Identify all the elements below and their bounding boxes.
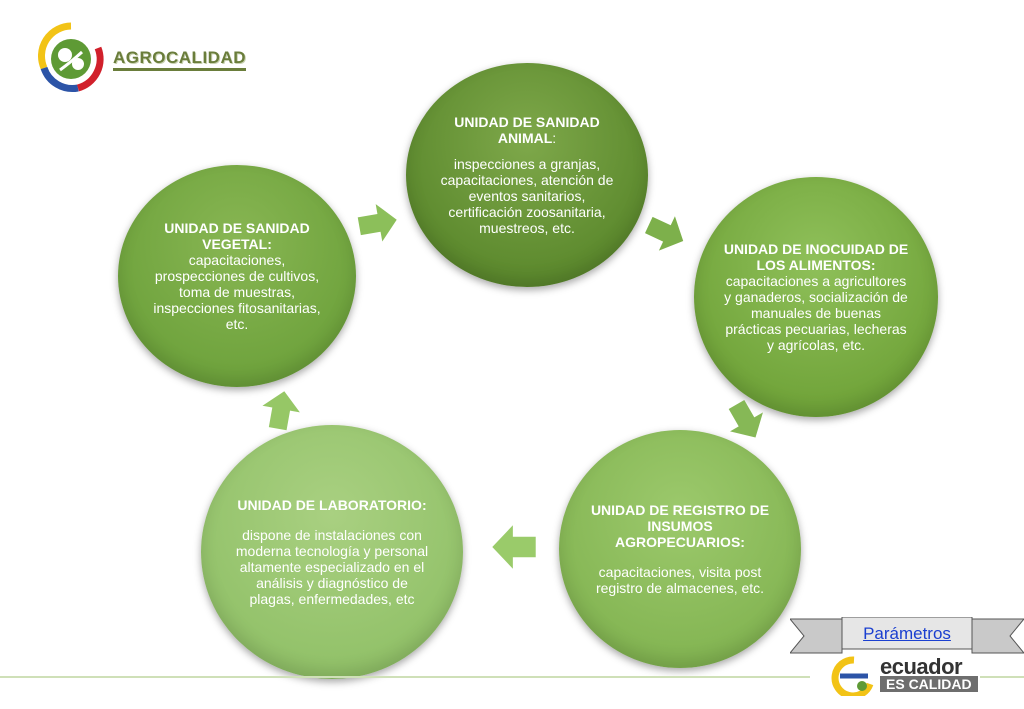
parametros-link[interactable]: Parámetros xyxy=(863,624,951,643)
brand-underline xyxy=(113,68,246,71)
arrow-left-icon xyxy=(490,523,538,571)
footer-divider xyxy=(0,676,810,678)
unit-body: dispone de instalaciones con moderna tec… xyxy=(235,527,429,607)
unit-inocuidad-alimentos: UNIDAD DE INOCUIDAD DE LOS ALIMENTOS: ca… xyxy=(694,177,938,417)
unit-body: capacitaciones a agricultores y ganadero… xyxy=(724,273,908,353)
arrow-down-right-icon xyxy=(644,212,687,254)
parametros-link-button[interactable]: Parámetros xyxy=(790,617,1024,655)
unit-laboratorio: UNIDAD DE LABORATORIO: dispone de instal… xyxy=(201,425,463,679)
es-calidad-word: ES CALIDAD xyxy=(880,676,978,692)
unit-body: capacitaciones, visita post registro de … xyxy=(595,564,765,596)
ecuador-logo-icon xyxy=(826,654,976,700)
agrocalidad-logo-icon xyxy=(38,22,104,94)
unit-sanidad-vegetal: UNIDAD DE SANIDAD VEGETAL: capacitacione… xyxy=(118,165,356,387)
brand-name: AGROCALIDAD xyxy=(113,48,246,67)
unit-title-suffix: : xyxy=(552,130,557,146)
unit-title: UNIDAD DE LABORATORIO: xyxy=(237,497,427,513)
unit-title: UNIDAD DE REGISTRO DE INSUMOS AGROPECUAR… xyxy=(590,502,770,550)
unit-sanidad-animal: UNIDAD DE SANIDAD ANIMAL: inspecciones a… xyxy=(406,63,648,287)
arrow-up-icon xyxy=(260,389,302,431)
unit-body: capacitaciones, prospecciones de cultivo… xyxy=(153,252,321,332)
unit-title: UNIDAD DE SANIDAD ANIMAL xyxy=(454,114,600,146)
arrow-down-icon xyxy=(725,400,767,442)
unit-title: UNIDAD DE INOCUIDAD DE LOS ALIMENTOS: xyxy=(723,241,909,273)
unit-title: UNIDAD DE SANIDAD VEGETAL: xyxy=(164,220,310,252)
footer-divider xyxy=(980,676,1024,678)
unit-registro-insumos: UNIDAD DE REGISTRO DE INSUMOS AGROPECUAR… xyxy=(559,430,801,668)
arrow-right-icon xyxy=(357,202,399,244)
unit-body: inspecciones a granjas, capacitaciones, … xyxy=(440,156,614,236)
ecuador-word: ecuador xyxy=(880,654,963,679)
